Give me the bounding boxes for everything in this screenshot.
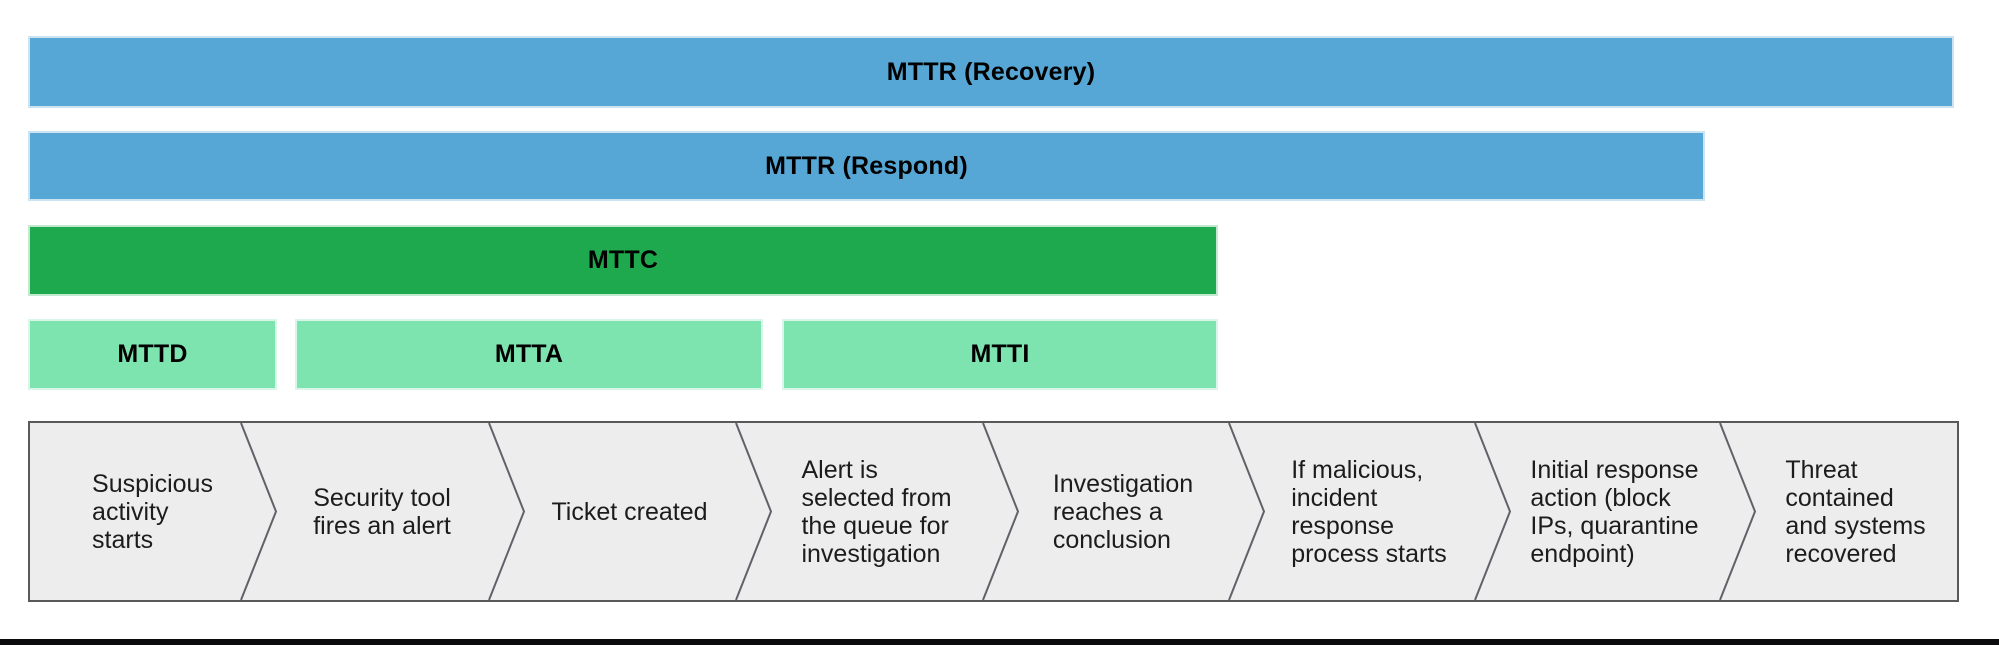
bar-mttc: MTTC xyxy=(28,225,1218,296)
bar-mttd-label: MTTD xyxy=(117,340,188,368)
timeline-step-investigation-conclusion: Investigation reaches a conclusion xyxy=(983,423,1229,600)
process-timeline: Suspicious activity starts Security tool… xyxy=(28,421,1959,602)
chevron-divider-icon xyxy=(735,423,773,600)
timeline-step-label: Threat contained and systems recovered xyxy=(1785,455,1926,568)
timeline-step-label: Initial response action (block IPs, quar… xyxy=(1530,455,1699,568)
timeline-step-label: Ticket created xyxy=(551,497,708,526)
bar-mtti: MTTI xyxy=(782,319,1218,390)
bar-mttr-respond: MTTR (Respond) xyxy=(28,131,1705,201)
bar-mttr-recovery: MTTR (Recovery) xyxy=(28,36,1954,108)
timeline-step-label: Alert is selected from the queue for inv… xyxy=(801,455,952,568)
chevron-divider-icon xyxy=(1228,423,1266,600)
bar-mttr-recovery-label: MTTR (Recovery) xyxy=(886,57,1096,86)
chevron-divider-icon xyxy=(240,423,278,600)
bar-mttd: MTTD xyxy=(28,319,277,390)
chevron-divider-icon xyxy=(488,423,526,600)
bar-mttc-label: MTTC xyxy=(587,246,659,274)
timeline-step-label: Security tool fires an alert xyxy=(313,483,451,540)
timeline-step-label: Suspicious activity starts xyxy=(92,469,213,554)
chevron-divider-icon xyxy=(982,423,1020,600)
timeline-step-suspicious-activity: Suspicious activity starts xyxy=(30,423,241,600)
bar-mtta: MTTA xyxy=(295,319,763,390)
timeline-step-initial-response-action: Initial response action (block IPs, quar… xyxy=(1475,423,1720,600)
chevron-divider-icon xyxy=(1719,423,1757,600)
bottom-edge-bar xyxy=(0,639,1999,645)
timeline-step-ir-process-starts: If malicious, incident response process … xyxy=(1229,423,1475,600)
bar-mttr-respond-label: MTTR (Respond) xyxy=(765,151,968,180)
bar-mtta-label: MTTA xyxy=(494,340,564,368)
chevron-divider-icon xyxy=(1474,423,1512,600)
timeline-step-threat-contained: Threat contained and systems recovered xyxy=(1720,423,1957,600)
timeline-step-alert-selected: Alert is selected from the queue for inv… xyxy=(736,423,983,600)
chevron-dividers xyxy=(240,423,1757,600)
bar-mtti-label: MTTI xyxy=(970,340,1030,368)
timeline-step-ticket-created: Ticket created xyxy=(489,423,736,600)
timeline-step-security-tool-alert: Security tool fires an alert xyxy=(241,423,489,600)
timeline-step-label: If malicious, incident response process … xyxy=(1291,455,1447,568)
timeline-step-label: Investigation reaches a conclusion xyxy=(1052,469,1194,554)
